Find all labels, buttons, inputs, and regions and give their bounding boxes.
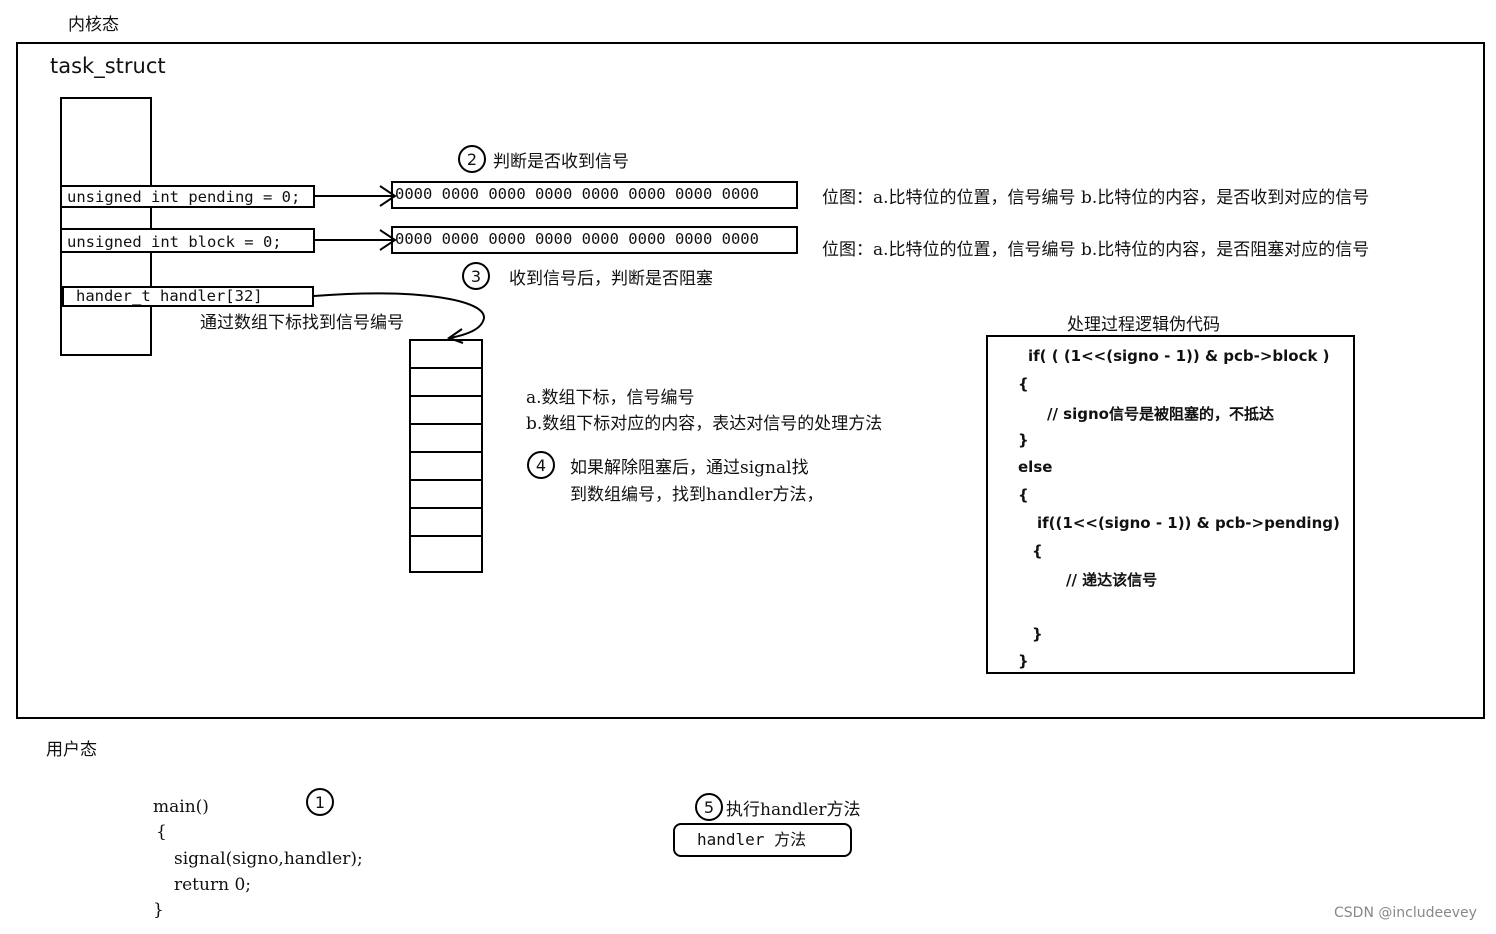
pseudocode-line-4: } [1018, 431, 1029, 449]
handler-array [409, 339, 483, 573]
handler-array-cell [411, 481, 483, 509]
step-5-label: 执行handler方法 [726, 800, 861, 820]
step-3-label: 收到信号后，判断是否阻塞 [509, 269, 713, 289]
handler-array-cell [411, 425, 483, 453]
pseudocode-line-3: // signo信号是被阻塞的，不抵达 [1047, 405, 1274, 423]
block-arrow-head [379, 229, 397, 251]
step-5-circle: 5 [695, 793, 723, 821]
pseudocode-box [986, 335, 1355, 674]
step-2-circle: 2 [458, 145, 486, 173]
block-bitmap-description: 位图：a.比特位的位置，信号编号 b.比特位的内容，是否阻塞对应的信号 [822, 240, 1370, 260]
step-2-label: 判断是否收到信号 [493, 152, 629, 172]
handler-array-cell [411, 509, 483, 537]
pseudocode-line-10: } [1032, 625, 1043, 643]
pseudocode-line-1: if( ( (1<<(signo - 1)) & pcb->block ) [1028, 347, 1330, 365]
kernel-mode-label: 内核态 [68, 15, 119, 35]
array-index-hint: 通过数组下标找到信号编号 [200, 313, 404, 333]
user-code-line-3: signal(signo,handler); [174, 849, 363, 869]
handler-array-cell [411, 397, 483, 425]
pseudocode-line-11: } [1018, 652, 1029, 670]
pseudocode-line-2: { [1018, 375, 1029, 393]
handler-array-cell [411, 453, 483, 481]
handler-array-cell [411, 341, 483, 369]
pending-bitmap-description: 位图：a.比特位的位置，信号编号 b.比特位的内容，是否收到对应的信号 [822, 188, 1370, 208]
pseudocode-line-8: { [1032, 542, 1043, 560]
user-code-line-5: } [153, 900, 164, 920]
array-desc-b: b.数组下标对应的内容，表达对信号的处理方法 [526, 414, 883, 434]
kernel-space-frame [16, 42, 1485, 719]
user-code-line-2: { [156, 822, 167, 842]
array-desc-a: a.数组下标，信号编号 [526, 388, 695, 408]
step-4-line-1: 如果解除阻塞后，通过signal找 [570, 458, 809, 478]
block-bitmap: 0000 0000 0000 0000 0000 0000 0000 0000 [391, 226, 798, 254]
task-struct-label: task_struct [50, 54, 166, 78]
step-4-line-2: 到数组编号，找到handler方法， [570, 485, 824, 505]
task-struct-box [60, 97, 152, 356]
pending-field: unsigned int pending = 0; [60, 185, 315, 208]
pseudocode-line-5: else [1018, 458, 1053, 476]
user-mode-label: 用户态 [46, 740, 97, 760]
step-4-circle: 4 [527, 451, 555, 479]
pseudocode-line-9: // 递达该信号 [1066, 571, 1158, 589]
handler-curve-arrow-head [446, 328, 464, 344]
handler-curve-arrow [313, 292, 486, 339]
block-field: unsigned int block = 0; [60, 228, 315, 253]
handler-field: hander_t handler[32] [62, 286, 314, 307]
step-3-circle: 3 [462, 262, 490, 290]
step-1-circle: 1 [306, 788, 334, 816]
user-code-line-4: return 0; [174, 875, 251, 895]
user-code-line-1: main() [153, 797, 209, 817]
pseudocode-line-7: if((1<<(signo - 1)) & pcb->pending) [1037, 514, 1340, 532]
watermark: CSDN @includeevey [1334, 905, 1477, 921]
pseudocode-title: 处理过程逻辑伪代码 [1067, 315, 1220, 335]
pending-arrow-head [379, 185, 397, 207]
handler-array-cell [411, 369, 483, 397]
pseudocode-line-6: { [1018, 486, 1029, 504]
pending-bitmap: 0000 0000 0000 0000 0000 0000 0000 0000 [391, 181, 798, 209]
handler-method-box: handler 方法 [673, 823, 852, 857]
